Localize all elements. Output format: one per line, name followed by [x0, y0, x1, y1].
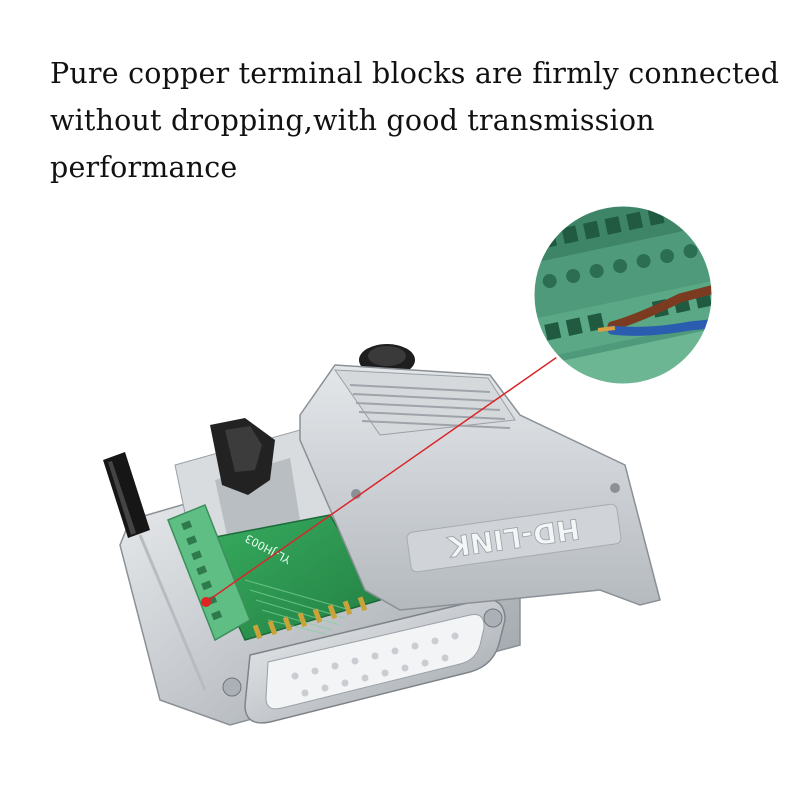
- caption-text: Pure copper terminal blocks are firmly c…: [50, 57, 780, 184]
- callout-leader-line: [205, 354, 561, 603]
- cable-clamp: [210, 418, 275, 495]
- pcb-traces: [244, 579, 351, 635]
- screwdriver: [103, 452, 207, 691]
- dsub-connector: [222, 598, 506, 724]
- gold-pins: [252, 596, 368, 640]
- zoom-inset: [531, 203, 715, 387]
- terminal-block: [167, 504, 251, 642]
- cover-lid: HD-LINK: [299, 364, 661, 611]
